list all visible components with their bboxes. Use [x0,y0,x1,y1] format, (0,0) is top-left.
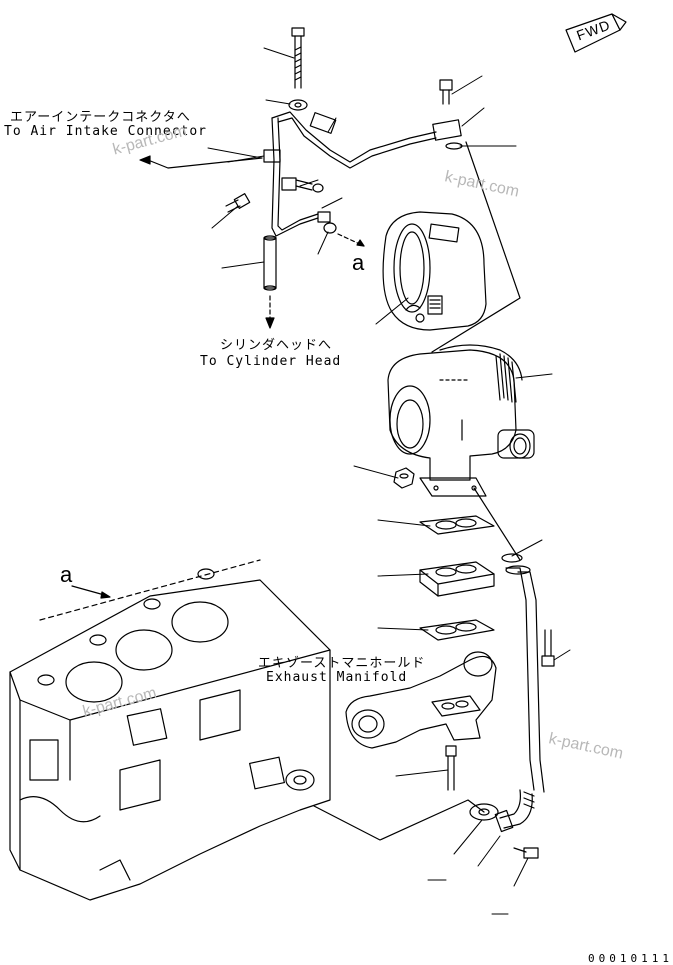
exhaust-manifold-label-jp: エキゾーストマニホールド [258,656,426,671]
cylinder-head-label-en: To Cylinder Head [200,354,342,369]
drain-bolt-right [541,629,555,667]
drain-gasket [469,803,499,821]
arrow-to-air-intake [139,155,263,169]
washer-right [323,222,337,234]
leader-drain-block [313,799,485,841]
fwd-arrow [565,13,627,53]
leader-lines [207,47,571,915]
drawing-number: 00010111 [588,952,673,965]
cylinder-head-label-jp: シリンダヘッドへ [220,338,333,353]
hose [263,235,277,291]
leader-shield-turbo [431,141,521,353]
nut [393,467,415,489]
air-intake-label-en: To Air Intake Connector [4,124,208,139]
reference-mark-a-lower: a [60,562,73,587]
reference-mark-a-upper: a [352,250,365,275]
oil-feed-pipe [263,111,462,237]
heat-shield [382,211,487,331]
engine-block [9,559,331,901]
exhaust-manifold [345,651,497,749]
top-bolt [291,27,305,89]
turbocharger [387,344,535,497]
drain-bolt-bottom [513,847,539,859]
air-intake-label-jp: エアーインテークコネクタへ [10,110,191,125]
small-bolt-left [225,193,251,213]
arrow-to-cylinder-head [265,295,275,329]
top-washer [288,99,308,111]
oil-drain-pipe [494,553,545,833]
banjo-bolt [439,79,453,105]
leader-gasket-pipe [473,487,521,561]
exhaust-manifold-label-en: Exhaust Manifold [266,670,408,685]
stud-bolt [445,745,457,791]
spacer-block [419,561,495,597]
gasket-upper [419,515,495,535]
gasket-lower [419,619,495,641]
